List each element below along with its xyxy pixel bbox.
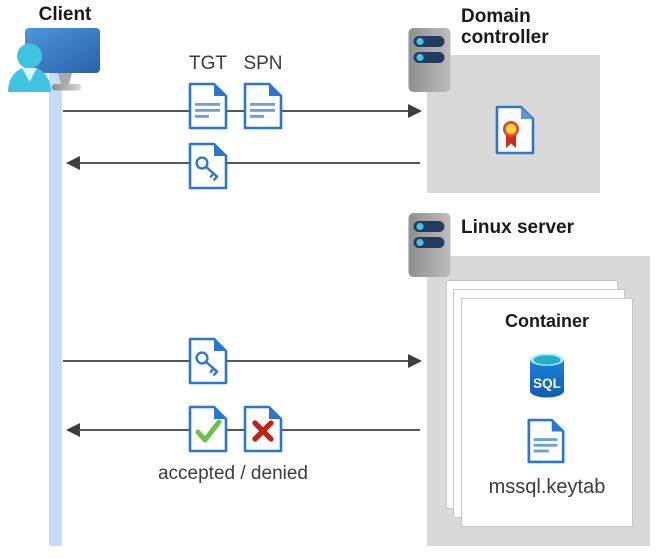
certificate-icon bbox=[495, 105, 535, 155]
accepted-document-icon bbox=[188, 405, 228, 453]
sql-database-icon: SQL bbox=[530, 353, 564, 398]
keytab-label: mssql.keytab bbox=[488, 476, 606, 498]
tgt-label: TGT bbox=[189, 53, 227, 74]
ticket-key-document-icon bbox=[188, 337, 228, 385]
arrow-client-to-dc-head bbox=[408, 104, 422, 118]
container-title: Container bbox=[504, 311, 589, 331]
client-lifeline bbox=[49, 68, 62, 546]
denied-document-icon bbox=[243, 405, 283, 453]
tgt-document-icon bbox=[188, 82, 228, 130]
client-title: Client bbox=[38, 4, 92, 25]
domain-controller-title: Domain controller bbox=[461, 6, 549, 48]
server-icon bbox=[408, 28, 451, 92]
linux-server-title: Linux server bbox=[461, 217, 574, 238]
arrow-dc-to-client-head bbox=[66, 156, 80, 170]
ticket-key-document-icon bbox=[188, 142, 228, 190]
spn-label: SPN bbox=[243, 53, 283, 74]
arrow-client-to-linux-head bbox=[408, 354, 422, 368]
arrow-linux-to-client-head bbox=[66, 423, 80, 437]
accepted-denied-label: accepted / denied bbox=[157, 463, 308, 484]
sql-label: SQL bbox=[533, 376, 561, 391]
spn-document-icon bbox=[243, 82, 283, 130]
client-icon bbox=[8, 28, 100, 92]
server-icon bbox=[408, 213, 451, 277]
keytab-document-icon bbox=[527, 418, 565, 464]
arrow-dc-to-client-line bbox=[79, 162, 420, 164]
arrow-client-to-linux-line bbox=[63, 360, 409, 362]
arrow-client-to-dc-line bbox=[63, 110, 409, 112]
container-card bbox=[461, 298, 633, 527]
